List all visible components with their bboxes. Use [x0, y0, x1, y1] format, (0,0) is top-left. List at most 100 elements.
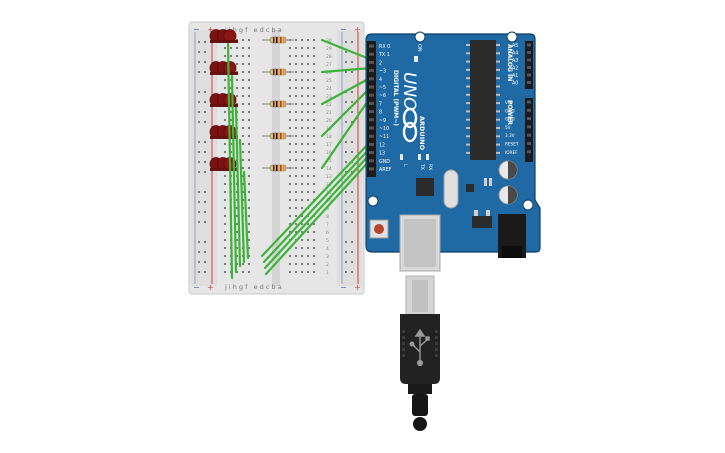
- wire-signal-1: [320, 38, 374, 62]
- digital-pin-hole[interactable]: [369, 93, 374, 97]
- rail-minus-label-top-left: −: [193, 25, 200, 34]
- rx-led-label: RX: [427, 164, 433, 170]
- power-pin-label: RESET: [505, 142, 519, 147]
- digital-pin-hole[interactable]: [369, 60, 374, 64]
- row-number-label: 5: [326, 238, 329, 244]
- power-pin-label: VIN: [505, 100, 512, 105]
- digital-pin-hole[interactable]: [369, 85, 374, 89]
- digital-pin-label: ~6: [379, 93, 386, 99]
- voltage-regulator: [472, 216, 492, 228]
- digital-pin-label: GND: [379, 159, 390, 165]
- resistor-array: [262, 36, 294, 172]
- power-pin-holes: [527, 100, 531, 154]
- row-number-label: 26: [326, 70, 332, 76]
- usb-chip: [416, 178, 434, 196]
- digital-pin-hole[interactable]: [369, 142, 374, 146]
- row-number-label: 16: [326, 150, 332, 156]
- row-number-label: 6: [326, 230, 329, 236]
- rail-minus-label-bottom-left: −: [193, 283, 200, 292]
- digital-pin-hole[interactable]: [369, 77, 374, 81]
- row-number-label: 17: [326, 142, 332, 148]
- analog-pin-hole[interactable]: [527, 58, 531, 62]
- l-led-label: L: [402, 164, 408, 167]
- digital-pin-hole[interactable]: [369, 134, 374, 138]
- wire-led-lead-3: [234, 106, 242, 268]
- row-number-label: 8: [326, 214, 329, 220]
- power-pin-hole[interactable]: [527, 117, 531, 121]
- analog-pin-label: A5: [512, 43, 518, 49]
- digital-pin-hole[interactable]: [369, 69, 374, 73]
- led-1: [209, 29, 238, 43]
- digital-pin-hole[interactable]: [369, 126, 374, 130]
- usb-cable: [400, 275, 440, 431]
- digital-pin-label: 12: [379, 142, 385, 148]
- column-letters-top: j i h g f e d c b a: [224, 26, 282, 34]
- analog-pin-hole[interactable]: [527, 73, 531, 77]
- analog-pin-hole[interactable]: [527, 81, 531, 84]
- brand-label: ARDUINO: [418, 116, 426, 151]
- row-number-label: 1: [326, 270, 329, 276]
- tx-led-label: TX: [419, 163, 425, 170]
- led-3: [209, 93, 238, 107]
- row-number-label: 20: [326, 118, 332, 124]
- power-pin-hole[interactable]: [527, 108, 531, 112]
- arduino-logo-icon: [402, 107, 418, 143]
- digital-pin-hole[interactable]: [369, 151, 374, 155]
- rail-plus-label-top-left: +: [207, 25, 214, 34]
- row-number-label: 9: [326, 206, 329, 212]
- digital-pin-label: TX 1: [378, 52, 390, 58]
- digital-pin-label: ~11: [379, 134, 389, 140]
- chip-legs: [466, 44, 500, 154]
- row-number-label: 27: [326, 62, 332, 68]
- analog-pin-label: A2: [512, 66, 518, 72]
- power-pin-hole[interactable]: [527, 133, 531, 137]
- power-pin-hole[interactable]: [527, 125, 531, 129]
- wire-signal-5: [320, 93, 374, 170]
- wire-signal-3: [320, 75, 374, 106]
- digital-pin-hole[interactable]: [369, 44, 374, 48]
- digital-pin-hole[interactable]: [369, 118, 374, 122]
- analog-pin-hole[interactable]: [527, 43, 531, 47]
- digital-pin-hole[interactable]: [369, 167, 374, 171]
- power-pin-label: GND: [505, 108, 515, 113]
- digital-pin-hole[interactable]: [369, 52, 374, 56]
- power-pin-hole[interactable]: [527, 142, 531, 145]
- wire-led-lead-4: [238, 138, 246, 264]
- analog-pin-hole[interactable]: [527, 51, 531, 54]
- crystal: [443, 169, 459, 209]
- rail-plus-label-bottom-left: +: [207, 283, 214, 292]
- wire-signal-4: [320, 84, 374, 138]
- analog-pin-hole[interactable]: [527, 66, 531, 69]
- digital-pin-label: 13: [379, 151, 385, 157]
- row-number-label: 7: [326, 222, 329, 228]
- rail-minus-label-top-right: −: [340, 25, 347, 34]
- digital-pin-label: AREF: [379, 167, 392, 173]
- power-pin-label: IOREF: [505, 150, 518, 155]
- digital-pin-hole[interactable]: [369, 110, 374, 114]
- led-2: [209, 61, 238, 75]
- rail-plus-label-bottom-right: +: [354, 283, 361, 292]
- analog-pin-label: A0: [512, 81, 518, 87]
- power-section-label: POWER: [506, 100, 513, 125]
- digital-pin-hole[interactable]: [369, 101, 374, 105]
- resistor-2: [262, 68, 294, 76]
- wire-gnd-4: [264, 156, 374, 276]
- usb-icon: [409, 328, 430, 367]
- digital-pin-label: 8: [379, 110, 382, 116]
- resistor-3: [262, 100, 294, 108]
- row-number-label: 3: [326, 254, 329, 260]
- power-pin-hole[interactable]: [527, 150, 531, 154]
- row-number-label: 22: [326, 102, 332, 108]
- power-pin-hole[interactable]: [527, 100, 531, 104]
- analog-pin-label: A1: [512, 73, 518, 79]
- model-label: UNO: [399, 72, 419, 111]
- digital-pin-hole[interactable]: [369, 159, 374, 163]
- digital-pin-label: RX 0: [379, 44, 390, 50]
- digital-pin-label: 2: [379, 60, 382, 66]
- analog-pin-label: A3: [512, 58, 518, 64]
- analog-header: [525, 41, 533, 89]
